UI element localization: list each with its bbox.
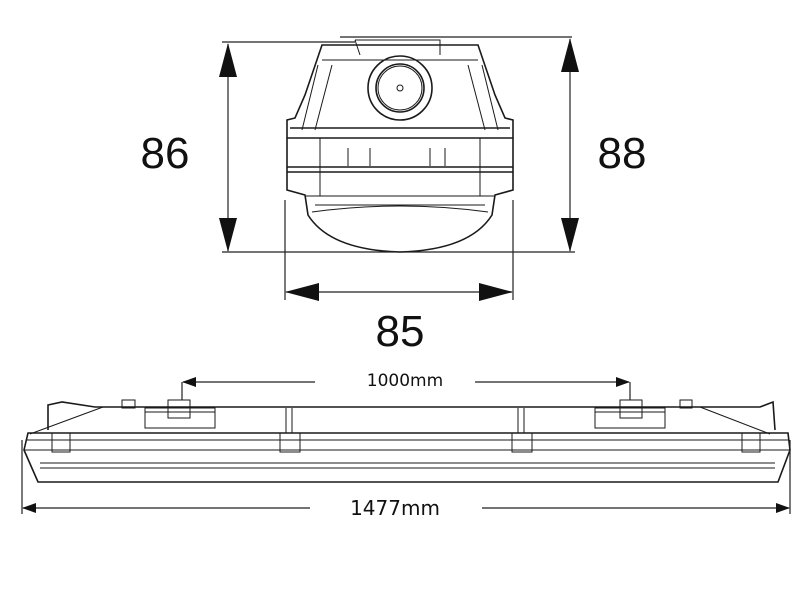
- side-view: 1000mm 1477mm: [21, 371, 791, 520]
- extension-line-length: [21, 440, 791, 514]
- height-left-label: 86: [141, 129, 190, 178]
- width-label: 85: [376, 307, 425, 356]
- mount-spacing-label: 1000mm: [367, 371, 443, 391]
- height-right-label: 88: [598, 129, 647, 178]
- extension-line-top: [222, 36, 572, 43]
- cross-section-view: 86 88 85: [141, 36, 647, 356]
- total-length-label: 1477mm: [350, 496, 440, 520]
- extension-line-width: [284, 200, 514, 300]
- fixture-cross-section: [286, 39, 514, 253]
- fixture-side-profile: [23, 399, 791, 483]
